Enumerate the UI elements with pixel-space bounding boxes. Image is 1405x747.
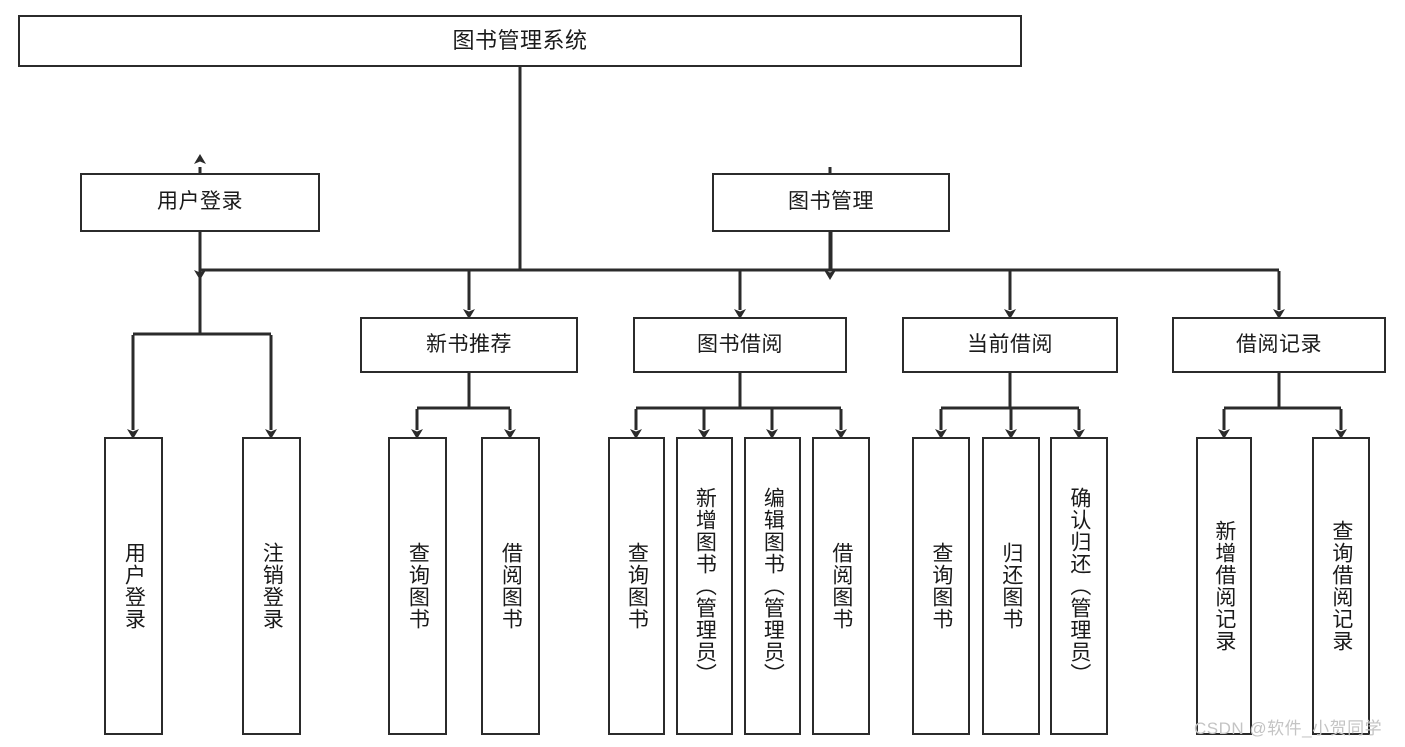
node-leaf-3-label: 查询图书 <box>406 542 430 630</box>
node-leaf-6[interactable]: 新增图书（管理员） <box>676 437 733 735</box>
node-leaf-11[interactable]: 确认归还（管理员） <box>1050 437 1108 735</box>
node-leaf-10-label: 归还图书 <box>999 542 1023 630</box>
node-leaf-1-label: 用户登录 <box>122 542 146 630</box>
node-level3-2[interactable]: 图书借阅 <box>633 317 847 373</box>
node-level3-3[interactable]: 当前借阅 <box>902 317 1118 373</box>
node-level3-3-label: 当前借阅 <box>967 332 1053 356</box>
node-leaf-2[interactable]: 注销登录 <box>242 437 301 735</box>
node-level3-4[interactable]: 借阅记录 <box>1172 317 1386 373</box>
node-leaf-6-label: 新增图书（管理员） <box>693 487 717 685</box>
node-level3-1[interactable]: 新书推荐 <box>360 317 578 373</box>
node-leaf-13-label: 查询借阅记录 <box>1329 520 1353 652</box>
node-leaf-4[interactable]: 借阅图书 <box>481 437 540 735</box>
node-leaf-2-label: 注销登录 <box>260 542 284 630</box>
node-level2-1[interactable]: 用户登录 <box>80 173 320 232</box>
node-level3-1-label: 新书推荐 <box>426 332 512 356</box>
node-level3-2-label: 图书借阅 <box>697 332 783 356</box>
node-leaf-7-label: 编辑图书（管理员） <box>761 487 785 685</box>
node-leaf-11-label: 确认归还（管理员） <box>1067 487 1091 685</box>
node-leaf-12-label: 新增借阅记录 <box>1212 520 1236 652</box>
node-leaf-9[interactable]: 查询图书 <box>912 437 970 735</box>
node-leaf-13[interactable]: 查询借阅记录 <box>1312 437 1370 735</box>
node-leaf-10[interactable]: 归还图书 <box>982 437 1040 735</box>
node-level2-1-label: 用户登录 <box>157 190 243 214</box>
node-leaf-3[interactable]: 查询图书 <box>388 437 447 735</box>
watermark: CSDN @软件_小贺同学 <box>1194 719 1383 738</box>
node-leaf-4-label: 借阅图书 <box>499 542 523 630</box>
node-leaf-5[interactable]: 查询图书 <box>608 437 665 735</box>
node-leaf-8[interactable]: 借阅图书 <box>812 437 870 735</box>
node-leaf-9-label: 查询图书 <box>929 542 953 630</box>
node-level2-2-label: 图书管理 <box>788 190 874 214</box>
node-level2-2[interactable]: 图书管理 <box>712 173 950 232</box>
node-leaf-8-label: 借阅图书 <box>829 542 853 630</box>
node-leaf-5-label: 查询图书 <box>625 542 649 630</box>
node-leaf-12[interactable]: 新增借阅记录 <box>1196 437 1252 735</box>
node-leaf-7[interactable]: 编辑图书（管理员） <box>744 437 801 735</box>
node-level3-4-label: 借阅记录 <box>1236 332 1322 356</box>
node-root[interactable]: 图书管理系统 <box>18 15 1022 67</box>
node-leaf-1[interactable]: 用户登录 <box>104 437 163 735</box>
node-root-label: 图书管理系统 <box>452 28 588 54</box>
